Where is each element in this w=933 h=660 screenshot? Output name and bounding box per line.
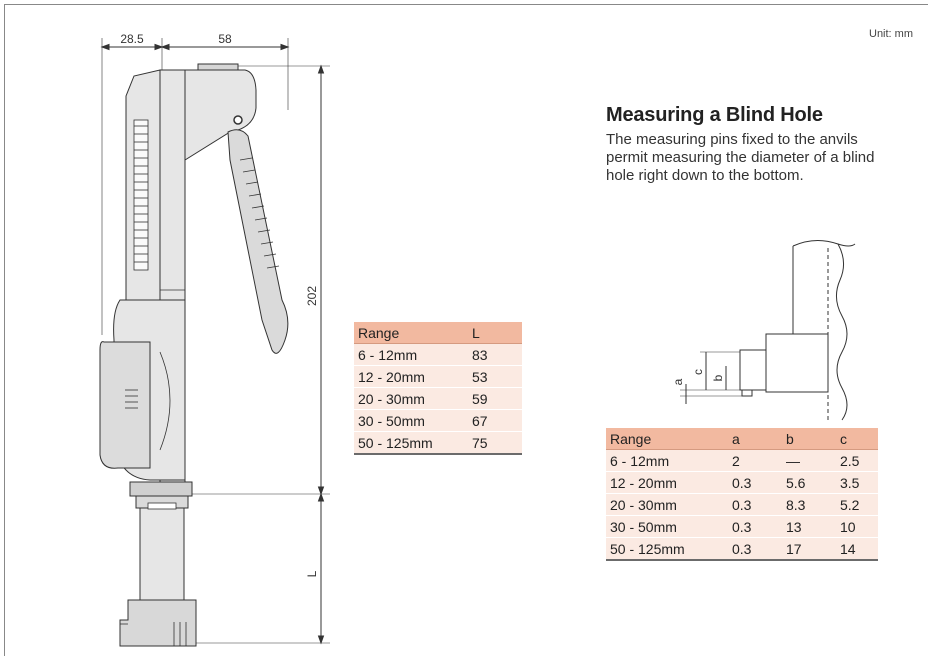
cell-b: 17 [782, 537, 836, 561]
range-length-table: Range L 6 - 12mm 83 12 - 20mm 53 20 - 30… [354, 322, 522, 455]
table-row: 20 - 30mm 0.3 8.3 5.2 [606, 493, 878, 516]
grip-ribs [120, 115, 280, 646]
cell-range: 30 - 50mm [606, 515, 728, 538]
header-b: b [782, 428, 836, 450]
cell-l: 75 [468, 431, 522, 455]
dim-width-b: 58 [218, 32, 232, 46]
cell-range: 6 - 12mm [606, 449, 728, 472]
cell-b: 13 [782, 515, 836, 538]
cell-b: 8.3 [782, 493, 836, 516]
cell-range: 50 - 125mm [606, 537, 728, 561]
cell-a: 2 [728, 449, 782, 472]
cell-c: 3.5 [836, 471, 878, 494]
table-header-row: Range a b c [606, 428, 878, 450]
cell-c: 10 [836, 515, 878, 538]
gauge-drawing: 28.5 58 202 L [99, 32, 330, 647]
cell-l: 83 [468, 343, 522, 366]
dim-length: L [305, 570, 319, 577]
unit-label: Unit: mm [869, 28, 913, 40]
header-l: L [468, 322, 522, 344]
cell-c: 5.2 [836, 493, 878, 516]
table-row: 30 - 50mm 0.3 13 10 [606, 515, 878, 538]
cell-b: 5.6 [782, 471, 836, 494]
header-a: a [728, 428, 782, 450]
section-description: The measuring pins fixed to the anvils p… [606, 131, 875, 184]
dim-height: 202 [305, 286, 319, 306]
cell-a: 0.3 [728, 471, 782, 494]
page-frame [4, 4, 928, 656]
cell-c: 2.5 [836, 449, 878, 472]
cell-range: 20 - 30mm [606, 493, 728, 516]
cell-c: 14 [836, 537, 878, 561]
cell-l: 53 [468, 365, 522, 388]
table-row: 50 - 125mm 75 [354, 431, 522, 455]
cell-range: 12 - 20mm [354, 365, 468, 388]
cell-a: 0.3 [728, 493, 782, 516]
header-c: c [836, 428, 878, 450]
section-title: Measuring a Blind Hole [606, 104, 823, 126]
dim-width-a: 28.5 [120, 32, 144, 46]
table-row: 12 - 20mm 0.3 5.6 3.5 [606, 471, 878, 494]
cell-l: 67 [468, 409, 522, 432]
table-row: 20 - 30mm 59 [354, 387, 522, 410]
cell-a: 0.3 [728, 515, 782, 538]
gauge-body [99, 63, 289, 647]
cell-a: 0.3 [728, 537, 782, 561]
table-row: 30 - 50mm 67 [354, 409, 522, 432]
cell-range: 20 - 30mm [354, 387, 468, 410]
table-row: 6 - 12mm 2 — 2.5 [606, 449, 878, 472]
range-abc-table: Range a b c 6 - 12mm 2 — 2.5 12 - 20mm 0… [606, 428, 878, 561]
cell-b: — [782, 449, 836, 472]
table-header-row: Range L [354, 322, 522, 344]
header-range: Range [606, 428, 728, 450]
cell-range: 30 - 50mm [354, 409, 468, 432]
table-row: 50 - 125mm 0.3 17 14 [606, 537, 878, 561]
cell-range: 6 - 12mm [354, 343, 468, 366]
header-range: Range [354, 322, 468, 344]
table-row: 6 - 12mm 83 [354, 343, 522, 366]
cell-l: 59 [468, 387, 522, 410]
cell-range: 12 - 20mm [606, 471, 728, 494]
cell-range: 50 - 125mm [354, 431, 468, 455]
table-row: 12 - 20mm 53 [354, 365, 522, 388]
